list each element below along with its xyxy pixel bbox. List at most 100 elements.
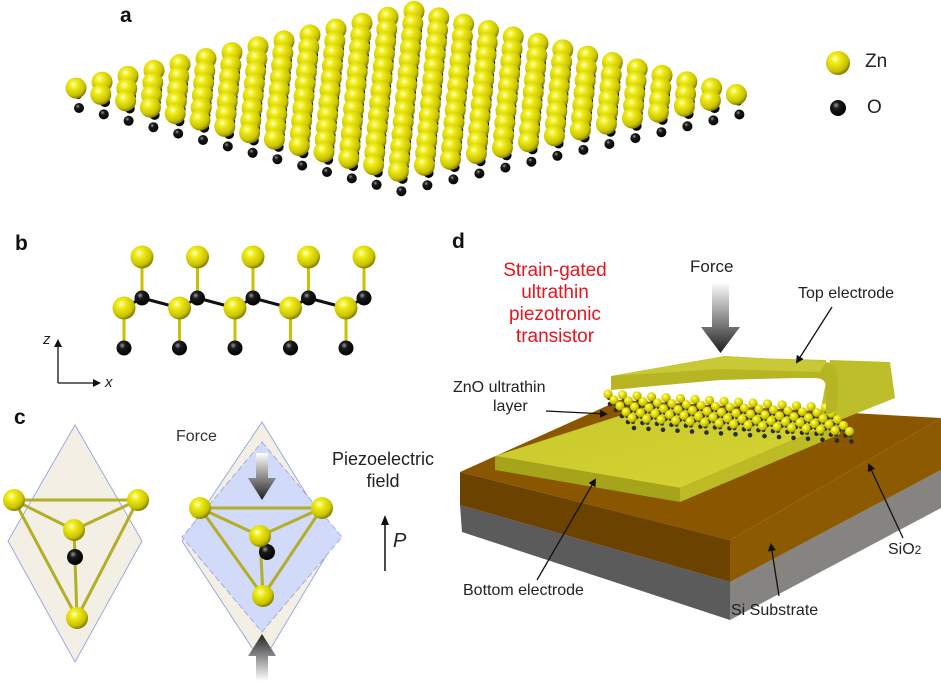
zn-atom — [731, 408, 741, 418]
panel-d-label: d — [452, 230, 465, 253]
sio2-side — [730, 418, 941, 582]
zn-atom — [189, 497, 211, 519]
zn-atom — [517, 131, 539, 153]
zn-atom — [704, 395, 715, 405]
zn-atom — [719, 396, 729, 406]
zn-atom — [733, 397, 744, 407]
zn-atom — [681, 399, 692, 410]
lattice-atoms — [65, 0, 747, 197]
zn-atom — [288, 135, 310, 157]
zn-atom — [774, 411, 785, 421]
zn-atom — [757, 421, 768, 431]
zn-atom — [754, 404, 764, 414]
si-substrate-front — [460, 505, 730, 620]
sio2-label-subscript: 2 — [914, 543, 922, 557]
o-atom — [834, 438, 840, 443]
zn-atom — [656, 415, 666, 425]
zn-atom — [708, 412, 718, 422]
o-atom — [247, 147, 258, 158]
o-atom — [791, 435, 796, 441]
z-axis-arrowhead — [54, 339, 62, 347]
zn-atom — [690, 394, 700, 404]
o-atom — [805, 436, 811, 442]
o-atom — [422, 180, 433, 191]
o-atom — [552, 150, 563, 161]
zno-layer-label-line2: layer — [493, 398, 528, 415]
zn-atom — [249, 525, 271, 547]
o-atom — [660, 427, 666, 433]
zn-atom — [766, 416, 776, 426]
zn-atom — [413, 154, 435, 176]
zn-atom — [644, 403, 654, 413]
sio2-callout-arrow — [867, 463, 904, 539]
o-atom — [526, 156, 537, 167]
o-atom — [338, 340, 354, 356]
zn-atom — [609, 395, 619, 405]
zn-atom — [806, 402, 816, 412]
o-atom — [172, 340, 187, 356]
top-electrode-pad — [820, 360, 895, 420]
top-electrode-upper-face — [611, 356, 826, 376]
zno-ultrathin-layer — [603, 389, 855, 444]
zno-layer-label-line1: ZnO ultrathin — [453, 379, 546, 396]
o-atom — [245, 290, 261, 306]
o-atom — [630, 133, 641, 144]
zn-atom — [239, 122, 261, 144]
zn-atom — [543, 125, 565, 147]
zn-atom — [595, 113, 617, 135]
zn-atom — [621, 107, 643, 129]
o-atom — [222, 141, 233, 152]
o-atom — [578, 144, 589, 155]
force-arrow-down-icon — [248, 453, 276, 500]
zn-atom — [164, 103, 186, 125]
zn-atom — [263, 128, 285, 150]
zn-atom — [780, 417, 791, 427]
zn-atom — [658, 404, 669, 414]
zn-atom — [760, 410, 770, 420]
zn-atom — [809, 419, 820, 429]
zn-atom — [632, 391, 642, 401]
panel-b-label: b — [15, 232, 28, 255]
top-electrode-label: Top electrode — [798, 285, 895, 302]
o-atom — [198, 135, 208, 145]
force-arrow-up-icon — [248, 634, 276, 681]
o-atom — [604, 139, 615, 149]
force-label-c: Force — [176, 428, 217, 445]
zn-atom — [832, 414, 843, 425]
zn-atom — [716, 407, 727, 417]
o-atom — [733, 432, 738, 437]
si-substrate-callout-arrow — [767, 543, 780, 597]
zn-atom — [617, 390, 628, 400]
sio2-label-main: SiO — [888, 541, 915, 558]
force-label-d: Force — [690, 257, 734, 276]
zn-atom — [635, 408, 646, 418]
si-substrate-label: Si Substrate — [731, 602, 819, 619]
legend-zn-atom-icon — [826, 51, 850, 75]
zn-atom — [710, 401, 721, 411]
polarization-arrowhead — [381, 515, 389, 525]
zn-atom — [693, 411, 704, 422]
o-atom — [776, 434, 782, 440]
zn-atom — [725, 84, 747, 105]
piezoelectric-field-label: Piezoelectric field — [318, 448, 448, 492]
zn-atom — [777, 400, 787, 410]
zn-atom — [722, 413, 733, 423]
zn-atom — [670, 416, 681, 426]
zn-atom — [139, 96, 161, 118]
o-atom-center — [67, 549, 83, 565]
zn-atom — [313, 141, 335, 163]
zn-atom — [714, 418, 724, 428]
zn-atom — [130, 245, 154, 269]
o-atom — [682, 121, 693, 132]
zno-layer-callout-arrow — [545, 409, 608, 418]
zn-atom — [751, 415, 762, 425]
o-atom — [500, 162, 511, 173]
zn-atom — [818, 414, 828, 424]
o-atom — [704, 430, 709, 435]
zn-atom — [801, 424, 811, 434]
o-atom — [134, 290, 150, 306]
zn-atom — [334, 296, 358, 320]
x-axis-arrowhead — [93, 379, 101, 387]
